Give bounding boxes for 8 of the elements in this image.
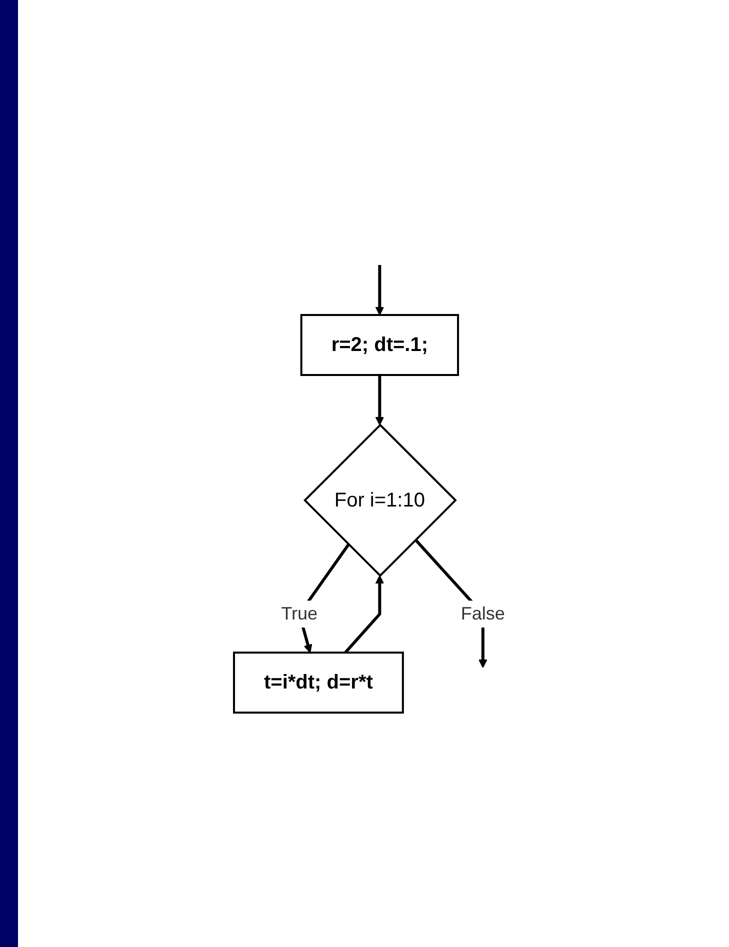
arrow	[375, 264, 384, 316]
node-diamond: For i=1:10	[304, 423, 457, 577]
node-box: t=i*dt; d=r*t	[233, 651, 404, 714]
arrow	[344, 574, 384, 654]
node-box: r=2; dt=.1;	[300, 314, 460, 376]
edge-label: False	[460, 603, 505, 624]
arrow	[375, 374, 384, 426]
edge-label: True	[281, 603, 318, 624]
